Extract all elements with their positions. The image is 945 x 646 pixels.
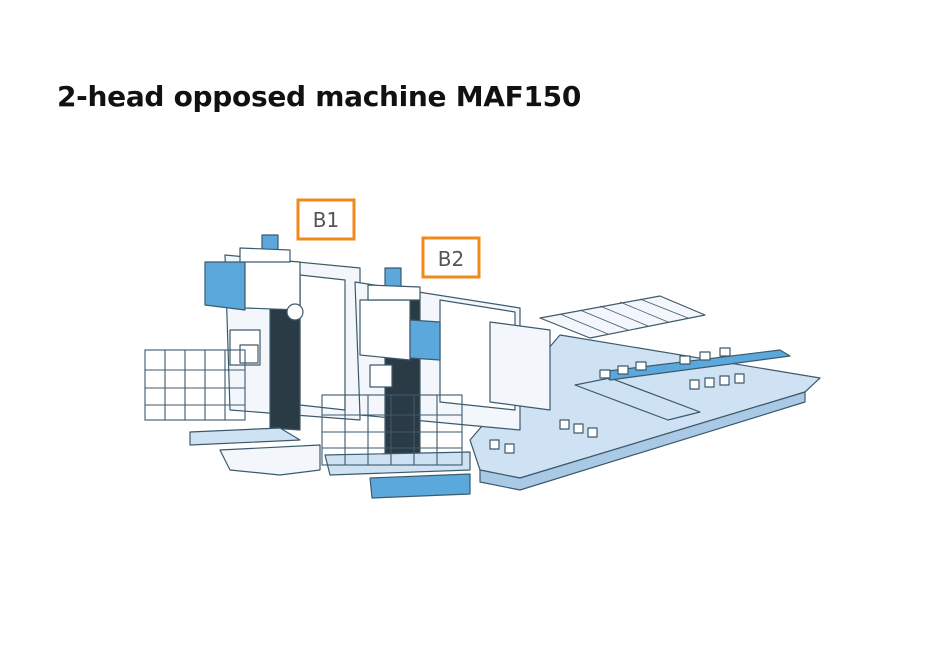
- label-b1-text: B1: [313, 208, 339, 232]
- label-b2: B2: [421, 236, 481, 279]
- guard-rail-b1: [144, 349, 246, 421]
- label-b1: B1: [296, 198, 356, 241]
- guard-rail-b2: [321, 394, 463, 466]
- base-platform: [469, 295, 821, 491]
- machine-head-b2: [324, 267, 551, 499]
- page-title: 2-head opposed machine MAF150: [57, 80, 581, 113]
- machine-head-b1: [189, 234, 361, 476]
- label-b2-text: B2: [438, 247, 464, 271]
